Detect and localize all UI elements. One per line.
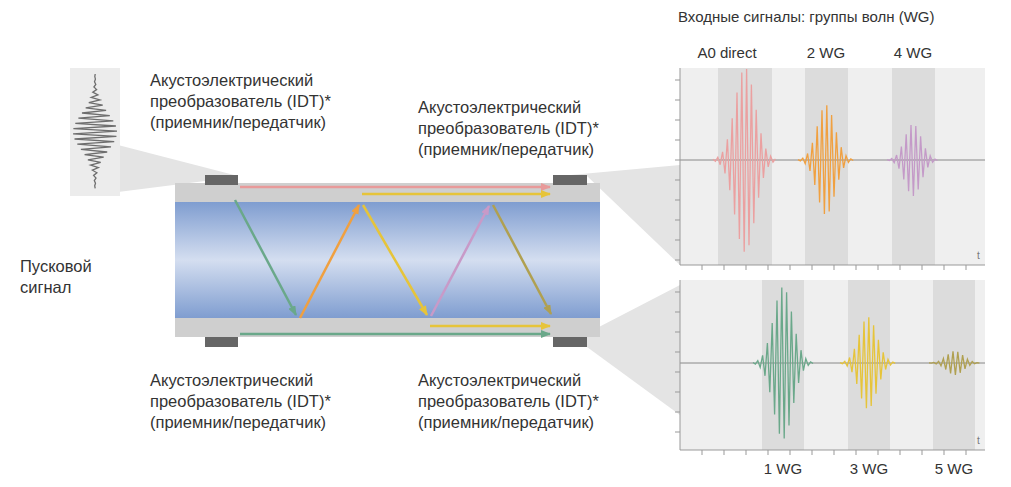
chart-axis — [680, 68, 681, 265]
axis-tick — [878, 450, 879, 455]
axis-tick — [922, 450, 923, 455]
wave-packet — [840, 317, 895, 408]
axis-tick — [675, 140, 680, 141]
pipe-wall — [175, 318, 600, 337]
pipe-body — [175, 202, 600, 318]
wave-packet — [798, 105, 853, 214]
wave-arrow — [363, 205, 427, 315]
axis-tick — [724, 265, 725, 270]
wave-arrow — [362, 193, 550, 196]
axis-tick — [675, 260, 680, 261]
axis-tick — [675, 120, 680, 121]
axis-tick — [812, 265, 813, 270]
axis-tick — [834, 450, 835, 455]
wave-packet — [887, 125, 937, 196]
pipe-wall — [175, 183, 600, 202]
axis-tick — [702, 450, 703, 455]
chart-axis — [680, 265, 985, 266]
axis-tick — [675, 292, 680, 293]
transducer — [553, 175, 587, 185]
wave-packets — [73, 69, 979, 438]
axis-tick — [768, 265, 769, 270]
axis-tick — [834, 265, 835, 270]
axis-tick — [856, 265, 857, 270]
axis-tick — [746, 265, 747, 270]
axis-tick — [675, 372, 680, 373]
wave-arrow — [240, 333, 550, 336]
axis-tick — [944, 265, 945, 270]
axis-tick — [675, 100, 680, 101]
axis-tick — [878, 265, 879, 270]
chart-panel — [680, 68, 985, 265]
axis-tick — [790, 450, 791, 455]
chart-band — [848, 280, 890, 450]
axis-tick — [675, 352, 680, 353]
transducer — [205, 175, 238, 185]
axis-tick — [675, 220, 680, 221]
axis-tick — [675, 412, 680, 413]
axis-ticks — [675, 80, 966, 455]
wave-arrow — [493, 205, 551, 314]
wave-packet — [753, 288, 813, 439]
axis-tick — [966, 265, 967, 270]
axis-tick — [922, 265, 923, 270]
transducer-label: Акустоэлектрический преобразователь (IDT… — [418, 97, 623, 160]
wave-arrow — [240, 186, 550, 189]
transducer-label: Акустоэлектрический преобразователь (IDT… — [418, 370, 623, 433]
axis-label: t — [977, 250, 980, 262]
series-label: 1 WG — [764, 460, 802, 478]
axis-tick — [675, 240, 680, 241]
chart-axis — [680, 280, 681, 450]
axis-tick — [675, 200, 680, 201]
series-label: A0 direct — [697, 44, 756, 62]
series-label: 2 WG — [807, 44, 845, 62]
axis-tick — [768, 450, 769, 455]
axis-tick — [900, 450, 901, 455]
chart-panel — [680, 280, 985, 450]
axis-tick — [675, 392, 680, 393]
wave-paths — [235, 187, 551, 334]
wave-arrow — [430, 325, 550, 328]
axis-tick — [856, 450, 857, 455]
axis-tick — [675, 332, 680, 333]
chart-band — [805, 68, 848, 265]
chart-axis — [680, 450, 985, 451]
axis-tick — [724, 450, 725, 455]
chart-title: Входные сигналы: группы волн (WG) — [678, 8, 935, 26]
axis-tick — [675, 180, 680, 181]
axis-tick — [900, 265, 901, 270]
axis-tick — [746, 450, 747, 455]
axis-tick — [675, 160, 680, 161]
signal-label: Пусковой сигнал — [20, 256, 110, 298]
transducer — [553, 337, 587, 347]
axis-tick — [944, 450, 945, 455]
axis-tick — [675, 432, 680, 433]
axis-tick — [812, 450, 813, 455]
wave-packet — [73, 74, 117, 188]
axis-label: t — [977, 435, 980, 447]
axis-tick — [966, 450, 967, 455]
axis-tick — [790, 265, 791, 270]
axis-tick — [675, 80, 680, 81]
transducer — [205, 337, 238, 347]
axis-tick — [702, 265, 703, 270]
wave-packet — [929, 351, 979, 375]
wave-arrow — [235, 200, 296, 315]
trigger-panel — [70, 68, 120, 196]
transducer-label: Акустоэлектрический преобразователь (IDT… — [150, 370, 355, 433]
wave-arrow — [431, 206, 489, 316]
series-label: 5 WG — [935, 460, 973, 478]
wave-arrow — [300, 205, 359, 318]
series-label: 3 WG — [850, 460, 888, 478]
transducer-label: Акустоэлектрический преобразователь (IDT… — [150, 70, 355, 133]
axis-tick — [675, 312, 680, 313]
wave-packet — [713, 69, 775, 252]
series-label: 4 WG — [894, 44, 932, 62]
